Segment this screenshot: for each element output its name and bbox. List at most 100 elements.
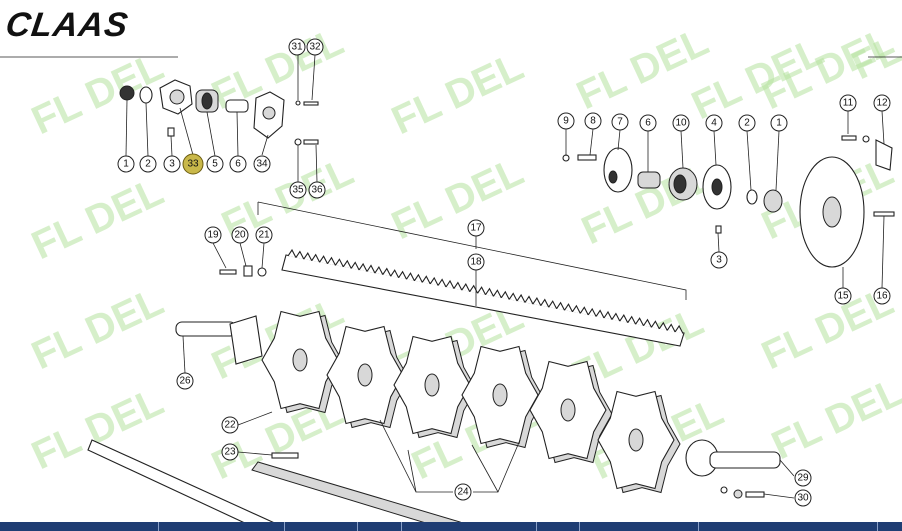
callout-8[interactable]: 8 [584, 112, 602, 130]
nut-30-part [733, 489, 743, 499]
footer-cell [537, 522, 580, 531]
small-nut-right [715, 225, 722, 234]
callout-circle [611, 113, 629, 131]
sleeve-right-part [637, 171, 661, 189]
callout-17[interactable]: 17 [467, 219, 485, 237]
callout-circle [308, 181, 326, 199]
callout-21[interactable]: 21 [255, 226, 273, 244]
shaft-right-assembly [685, 439, 781, 499]
screw-right [577, 154, 597, 161]
left-shaft-flange [229, 315, 263, 365]
callout-number: 10 [675, 118, 687, 129]
callout-6[interactable]: 6 [229, 155, 247, 173]
callout-5[interactable]: 5 [206, 155, 224, 173]
callout-33[interactable]: 33 [182, 153, 204, 175]
sleeve-part [225, 99, 249, 113]
knife-tooth-row [287, 248, 684, 334]
callout-1[interactable]: 1 [117, 155, 135, 173]
callout-circle [163, 155, 181, 173]
callout-10[interactable]: 10 [672, 114, 690, 132]
callout-11[interactable]: 11 [839, 94, 857, 112]
callout-23[interactable]: 23 [221, 443, 239, 461]
pin-part [873, 211, 895, 217]
star-wheel-hub [560, 398, 576, 422]
callout-number: 6 [645, 118, 651, 129]
callout-3[interactable]: 3 [710, 251, 728, 269]
callout-12[interactable]: 12 [873, 94, 891, 112]
callout-circle [873, 94, 891, 112]
callout-number: 1 [123, 159, 129, 170]
callout-24[interactable]: 24 [454, 483, 472, 501]
nut-part [119, 85, 135, 101]
callout-circle [710, 251, 728, 269]
star-wheel-hub [628, 428, 644, 452]
bearing-right-inner [673, 174, 687, 194]
callout-circle [255, 226, 273, 244]
callout-20[interactable]: 20 [231, 226, 249, 244]
flange-right-part [603, 147, 633, 193]
callout-35[interactable]: 35 [289, 181, 307, 199]
callout-number: 7 [617, 117, 623, 128]
callout-number: 30 [797, 493, 809, 504]
callout-circle [221, 416, 239, 434]
callout-18[interactable]: 18 [467, 253, 485, 271]
callout-9[interactable]: 9 [557, 112, 575, 130]
callout-26[interactable]: 26 [176, 372, 194, 390]
callout-15[interactable]: 15 [834, 287, 852, 305]
callout-1[interactable]: 1 [770, 114, 788, 132]
left-shaft-part [175, 321, 237, 337]
callout-circle [705, 114, 723, 132]
cover-right-bore [711, 178, 723, 196]
bracket-part [875, 139, 893, 171]
callout-36[interactable]: 36 [308, 181, 326, 199]
callout-32[interactable]: 32 [306, 38, 324, 56]
watermark-text: FL DEL [25, 279, 170, 378]
callout-6[interactable]: 6 [639, 114, 657, 132]
callout-30[interactable]: 30 [794, 489, 812, 507]
watermark-text: FL DEL [385, 44, 530, 143]
callout-number: 9 [563, 116, 569, 127]
knife-bar-assembly [257, 201, 687, 347]
callout-16[interactable]: 16 [873, 287, 891, 305]
star-wheel [461, 345, 545, 449]
callout-31[interactable]: 31 [288, 38, 306, 56]
star-wheel-stack [261, 310, 681, 494]
right-shaft-part [709, 451, 781, 469]
callout-number: 17 [470, 223, 482, 234]
callout-circle [139, 155, 157, 173]
pin-23-part [271, 452, 299, 459]
callout-circle [231, 226, 249, 244]
flange-bore [169, 89, 185, 105]
callout-34[interactable]: 34 [253, 155, 271, 173]
bolt-set-assembly [219, 265, 267, 277]
washer-20-part [243, 265, 253, 277]
callout-2[interactable]: 2 [738, 114, 756, 132]
nut-right-part [763, 189, 783, 213]
callout-29[interactable]: 29 [794, 469, 812, 487]
callout-2[interactable]: 2 [139, 155, 157, 173]
callout-number: 29 [797, 473, 809, 484]
cover-bore [262, 106, 276, 120]
callout-number: 12 [876, 98, 888, 109]
callout-number: 3 [169, 159, 175, 170]
washer-right-part [746, 189, 758, 205]
callout-19[interactable]: 19 [204, 226, 222, 244]
footer-bar [0, 522, 902, 531]
watermark-text: FL DEL [25, 169, 170, 268]
guide-rails [87, 439, 461, 531]
bolt-part [303, 139, 319, 145]
callout-7[interactable]: 7 [611, 113, 629, 131]
callout-3[interactable]: 3 [163, 155, 181, 173]
callout-circle [672, 114, 690, 132]
callout-number: 26 [179, 376, 191, 387]
bolt-30-part [745, 491, 765, 498]
callout-22[interactable]: 22 [221, 416, 239, 434]
callout-number: 2 [744, 118, 750, 129]
callout-number: 19 [207, 230, 219, 241]
callout-4[interactable]: 4 [705, 114, 723, 132]
callout-circle [221, 443, 239, 461]
flange-right-bore [608, 170, 618, 184]
callout-circle [176, 372, 194, 390]
star-wheel-hub [357, 363, 373, 387]
